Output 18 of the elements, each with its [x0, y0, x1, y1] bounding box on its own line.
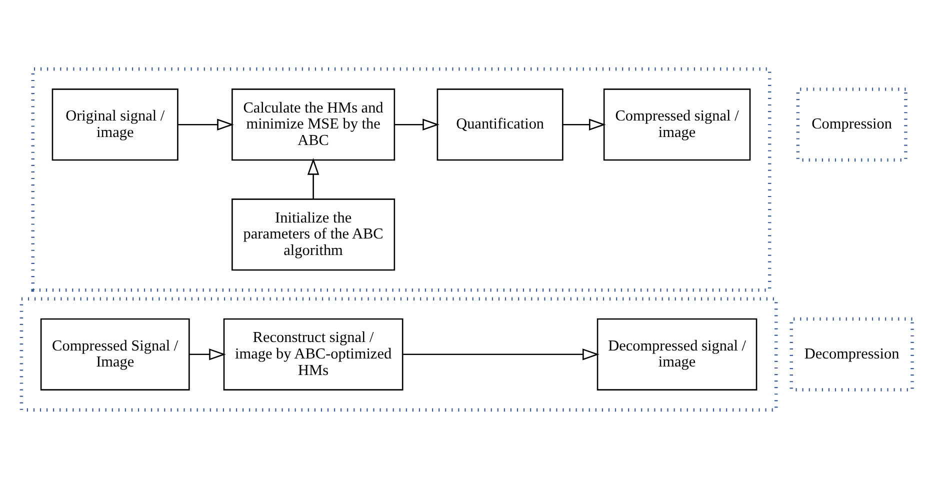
node-box: Calculate the HMs and minimize MSE by the ABC [232, 88, 396, 160]
arrow [562, 118, 606, 130]
node-box: Compressed Signal / Image [40, 318, 190, 390]
node-box: Compression [796, 87, 908, 162]
node-box: Decompressed signal / image [596, 318, 758, 390]
cluster [20, 296, 778, 412]
node-box: Original signal / image [52, 88, 178, 160]
arrow [402, 348, 600, 360]
node-box: Reconstruct signal / image by ABC-optimized HMs [223, 318, 404, 390]
node-box: Compressed signal / image [603, 88, 751, 160]
node-box: Initialize the parameters of the ABC algorithm [232, 198, 396, 270]
arrow [307, 158, 320, 198]
arrow [178, 118, 234, 130]
node-box: Decompression [790, 316, 914, 391]
cluster [31, 66, 772, 292]
arrow [189, 348, 226, 360]
node-box: Quantification [436, 88, 564, 160]
arrow [394, 118, 440, 130]
